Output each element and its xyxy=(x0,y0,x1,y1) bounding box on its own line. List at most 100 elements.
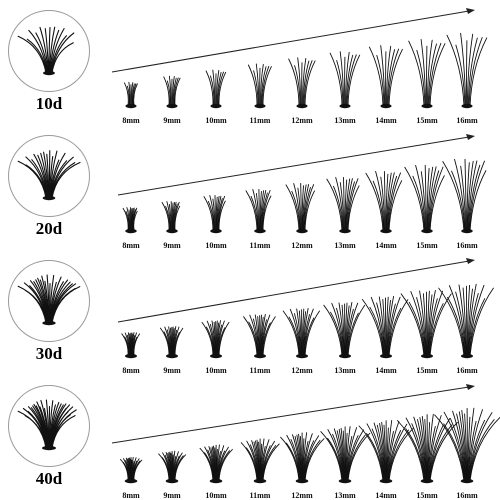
lash-strand xyxy=(427,422,431,482)
length-label-13mm: 13mm xyxy=(334,241,356,250)
lash-strand xyxy=(174,205,181,232)
lash-strand xyxy=(427,166,437,232)
lash-strand xyxy=(215,196,218,232)
length-label-15mm: 15mm xyxy=(416,491,438,500)
sample-circle xyxy=(8,135,90,217)
density-label: 30d xyxy=(35,344,63,363)
length-label-13mm: 13mm xyxy=(334,366,356,375)
lash-strand xyxy=(204,446,215,482)
length-label-16mm: 16mm xyxy=(456,366,478,375)
lash-strand xyxy=(201,321,214,357)
lash-strand xyxy=(468,164,481,232)
length-arrow xyxy=(111,384,500,484)
lash-strand xyxy=(174,327,184,357)
lash-strand xyxy=(207,200,215,232)
lash-strand xyxy=(419,417,427,482)
arrow-head xyxy=(466,258,475,264)
arrow-line xyxy=(117,260,470,323)
lash-strand xyxy=(467,416,471,482)
lash-strand xyxy=(260,189,267,232)
lash-strand xyxy=(257,316,260,357)
lash-strand xyxy=(385,45,392,107)
lash-strand xyxy=(261,65,270,107)
lash-strand xyxy=(344,302,348,357)
lash-strand xyxy=(343,176,345,232)
lash-strand xyxy=(124,332,130,357)
lash-strand xyxy=(466,33,474,107)
lash-strand xyxy=(130,82,134,107)
lash-strand xyxy=(173,77,179,107)
lash-strand xyxy=(289,308,301,357)
lash-strand xyxy=(329,52,343,107)
lash-strand xyxy=(410,291,426,357)
lash-strand xyxy=(330,311,343,357)
lash-strand xyxy=(347,432,371,482)
lash-strand xyxy=(280,436,300,482)
lash-strand xyxy=(303,60,313,107)
lash-strand xyxy=(386,427,389,482)
lash-strand xyxy=(427,43,437,107)
lash-strand xyxy=(133,210,138,232)
lash-strand xyxy=(428,424,444,482)
lash-strand xyxy=(262,195,272,232)
lash-strand xyxy=(218,200,226,232)
lash-strand xyxy=(213,321,216,357)
lash-strand xyxy=(438,287,465,357)
lash-strand xyxy=(341,304,345,357)
lash-strand xyxy=(388,307,402,357)
lash-strand xyxy=(422,293,427,357)
sample-tuft xyxy=(17,399,77,451)
lash-strand xyxy=(301,57,307,107)
lash-strand xyxy=(346,308,354,357)
lash-strand xyxy=(161,202,170,232)
lash-strand xyxy=(120,458,129,482)
lash-strand xyxy=(386,172,395,232)
lash-strand xyxy=(467,160,478,232)
lash-strand xyxy=(217,71,224,107)
length-label-15mm: 15mm xyxy=(416,241,438,250)
lash-strand xyxy=(261,192,268,232)
lash-strand xyxy=(262,443,280,482)
lash-strand xyxy=(163,76,170,107)
lash-strand xyxy=(301,308,305,357)
lash-strand xyxy=(262,322,271,357)
lash-strand xyxy=(132,209,136,232)
arrow-head xyxy=(466,134,475,140)
lash-strand xyxy=(408,40,425,107)
length-label-12mm: 12mm xyxy=(291,116,313,125)
lash-strand xyxy=(51,286,81,324)
length-label-8mm: 8mm xyxy=(122,241,140,250)
lash-strand xyxy=(253,70,259,107)
lash-strand xyxy=(434,414,465,482)
lash-strand xyxy=(427,289,436,357)
lash-strand xyxy=(345,178,353,232)
length-label-8mm: 8mm xyxy=(122,491,140,500)
length-label-10mm: 10mm xyxy=(205,491,227,500)
length-label-16mm: 16mm xyxy=(456,491,478,500)
lash-strand xyxy=(258,189,260,232)
lash-strand xyxy=(468,419,486,482)
lash-strand xyxy=(333,428,344,482)
lash-strand xyxy=(171,326,174,357)
lash-strand xyxy=(168,203,172,232)
length-label-14mm: 14mm xyxy=(375,366,397,375)
lash-strand xyxy=(386,172,392,232)
lash-strand xyxy=(460,165,467,232)
lash-strand xyxy=(347,304,366,357)
lash-strand xyxy=(420,39,427,107)
lash-strand xyxy=(39,26,49,74)
lash-strand xyxy=(262,66,272,107)
lash-strand xyxy=(243,316,258,357)
lash-strand xyxy=(387,303,396,357)
lash-strand xyxy=(385,173,389,232)
lash-strand xyxy=(347,54,361,107)
lash-strand xyxy=(368,46,384,107)
lash-strand xyxy=(469,416,500,482)
lash-strand xyxy=(169,327,172,357)
lash-strand xyxy=(212,69,216,107)
lash-strand xyxy=(168,326,172,357)
lash-strand xyxy=(387,172,401,232)
lash-strand xyxy=(218,71,227,107)
lash-strand xyxy=(259,191,262,232)
lash-strand xyxy=(443,411,466,482)
